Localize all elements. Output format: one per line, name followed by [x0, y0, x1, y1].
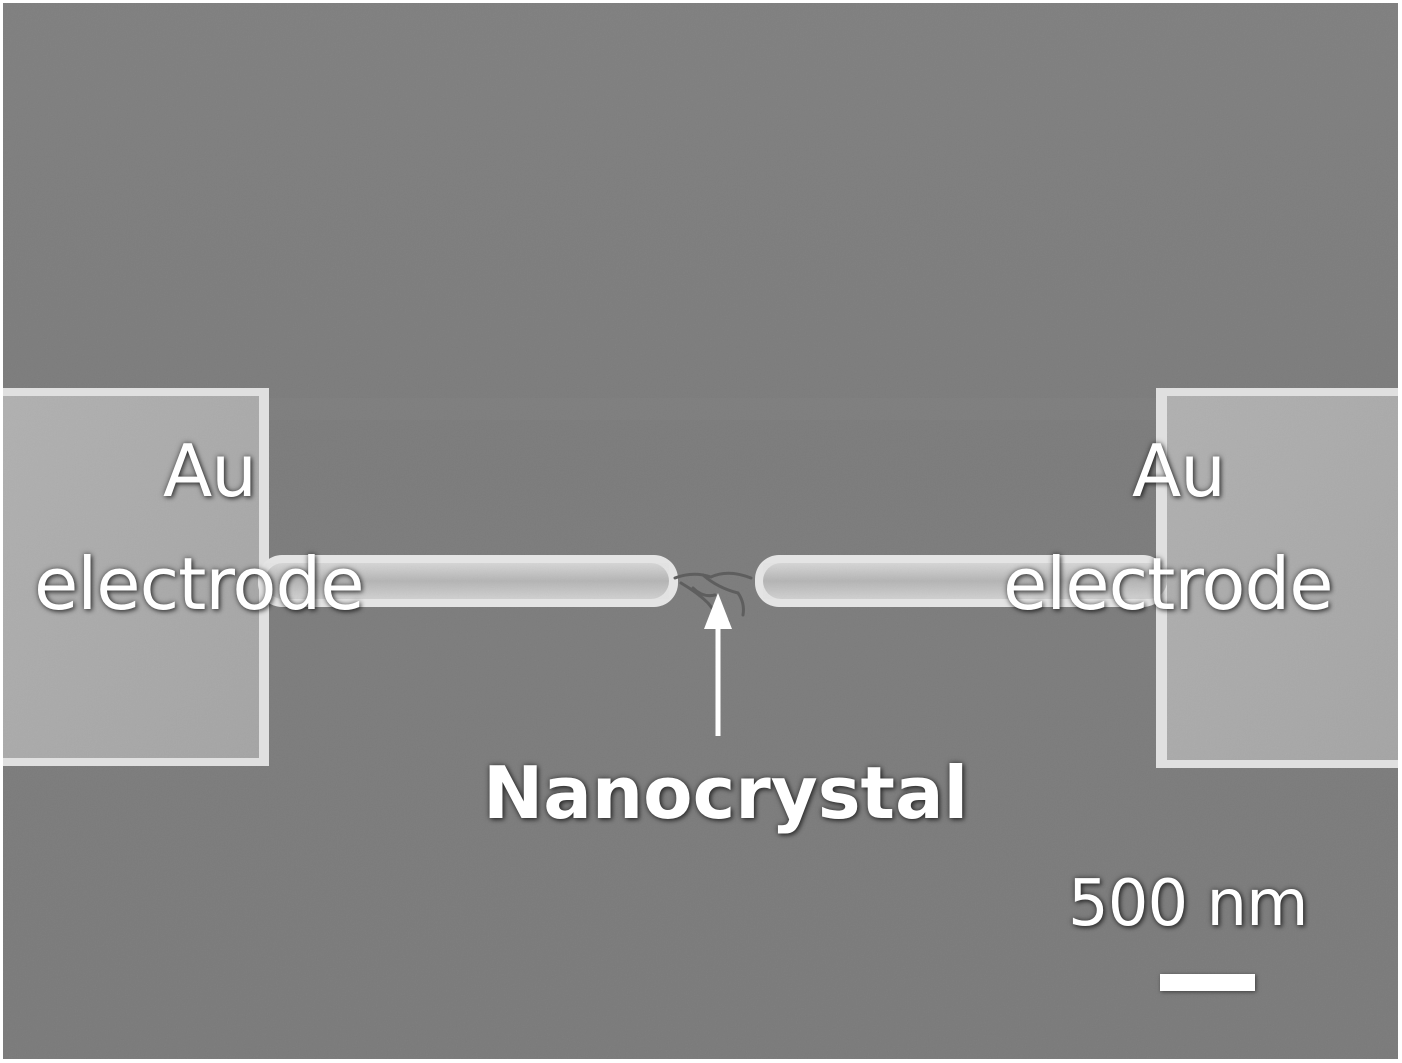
right-electrode-label-electrode: electrode [1003, 542, 1333, 626]
left-electrode-label-au: Au [163, 429, 257, 513]
sem-micrograph [3, 3, 1398, 1059]
left-electrode-label-electrode: electrode [34, 542, 364, 626]
nanocrystal-arrow [704, 593, 732, 736]
right-lead [755, 555, 1167, 607]
left-electrode-pad [3, 388, 269, 766]
right-electrode-label-au: Au [1132, 429, 1226, 513]
nanocrystal-label: Nanocrystal [483, 751, 969, 835]
scale-bar [1160, 974, 1255, 991]
right-electrode-pad [1156, 388, 1398, 768]
left-lead [258, 555, 678, 607]
scale-bar-label: 500 nm [1068, 867, 1308, 941]
micrograph-drawing [3, 3, 1398, 1059]
